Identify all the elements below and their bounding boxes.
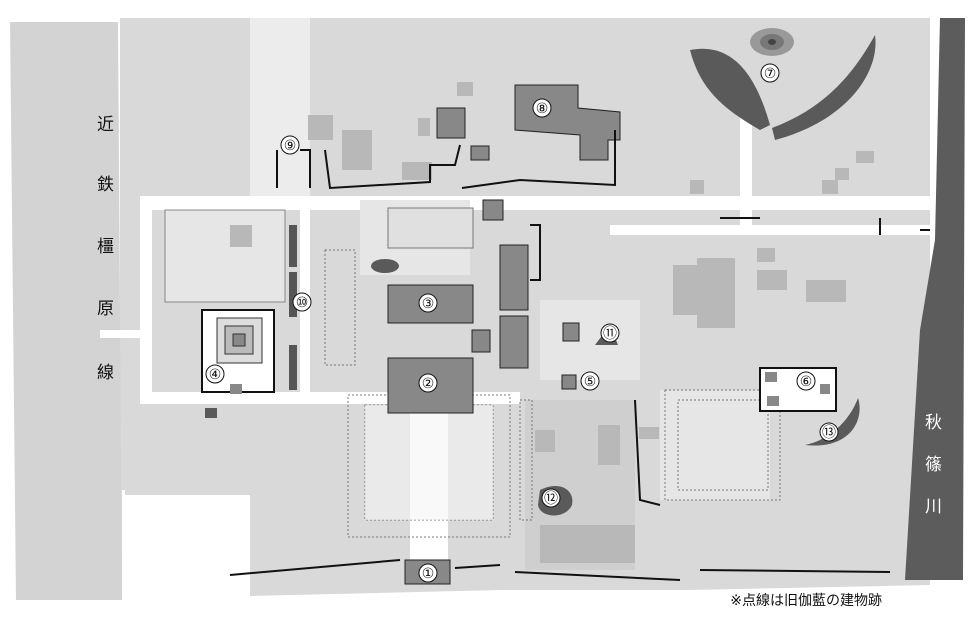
east-hall (499, 244, 529, 311)
marker-1[interactable]: ① (418, 563, 438, 583)
road-east (610, 225, 930, 235)
svg-text:⑧: ⑧ (536, 101, 549, 117)
river-label-char: 篠 (925, 455, 942, 475)
rail-label-char: 橿 (97, 237, 114, 257)
building-10-rows (289, 225, 297, 390)
belfry (482, 199, 504, 221)
marker-4[interactable]: ④ (205, 364, 225, 384)
road-north (140, 196, 930, 210)
rail-label-char: 原 (97, 299, 114, 319)
east-court (540, 300, 640, 380)
north-annex-small (470, 145, 490, 161)
marker-13[interactable]: ⑬ (819, 422, 839, 442)
pagoda-gate (230, 384, 242, 394)
marker-8[interactable]: ⑧ (532, 98, 552, 118)
east-cloister-court (660, 390, 770, 500)
marker-2[interactable]: ② (418, 373, 438, 393)
river-label-char: 秋 (925, 413, 942, 433)
area-6-building (765, 372, 777, 382)
svg-text:①: ① (422, 566, 435, 582)
akishino-river (905, 18, 965, 580)
svg-text:⑬: ⑬ (822, 425, 836, 441)
marker-5[interactable]: ⑤ (580, 371, 600, 391)
area-6-building-2 (767, 396, 779, 406)
svg-text:④: ④ (209, 367, 222, 383)
svg-text:⑦: ⑦ (764, 66, 777, 82)
road-rail-crossing (100, 330, 150, 338)
marker-11[interactable]: ⑪ (600, 323, 620, 343)
north-annex (436, 107, 466, 139)
area-6-building-3 (820, 384, 830, 394)
dotted-line-note: ※点線は旧伽藍の建物跡 (730, 593, 882, 609)
marker-9[interactable]: ⑨ (280, 135, 300, 155)
north-west-strip (250, 18, 310, 198)
temple-walls (229, 130, 930, 581)
svg-text:⑨: ⑨ (284, 138, 297, 154)
west-court (164, 209, 286, 303)
marker-10[interactable]: ⑩ (292, 292, 312, 312)
rail-label-char: 鉄 (97, 175, 114, 195)
location-markers: ① ② ③ ④ ⑤ ⑥ ⑦ ⑧ ⑨ ⑩ ⑪ ⑫ ⑬ (205, 63, 839, 583)
east-hall-south (499, 315, 529, 369)
svg-text:⑤: ⑤ (584, 374, 597, 390)
central-courtyard (365, 405, 493, 520)
svg-text:⑥: ⑥ (800, 374, 813, 390)
rail-label-char: 近 (97, 115, 114, 135)
tomb-mound-core (768, 39, 776, 45)
marker-3[interactable]: ③ (418, 293, 438, 313)
minor-buildings (230, 82, 874, 563)
railway-strip (10, 22, 122, 600)
pagoda-top (232, 333, 246, 347)
north-hall-outline (387, 207, 474, 249)
svg-text:⑪: ⑪ (603, 326, 617, 342)
small-hall (471, 329, 491, 353)
marker-6[interactable]: ⑥ (796, 371, 816, 391)
marker-12[interactable]: ⑫ (541, 488, 561, 508)
open-lot (122, 490, 250, 600)
svg-text:⑩: ⑩ (296, 295, 309, 311)
svg-text:⑫: ⑫ (544, 491, 558, 507)
hall-5 (561, 374, 577, 390)
path-to-tomb (740, 90, 752, 230)
hall-5-north (562, 322, 580, 342)
svg-text:②: ② (422, 376, 435, 392)
svg-text:③: ③ (422, 296, 435, 312)
river-label-char: 川 (925, 497, 942, 517)
road-west-edge (140, 205, 152, 395)
marker-7[interactable]: ⑦ (760, 63, 780, 83)
rail-label-char: 線 (97, 363, 114, 383)
